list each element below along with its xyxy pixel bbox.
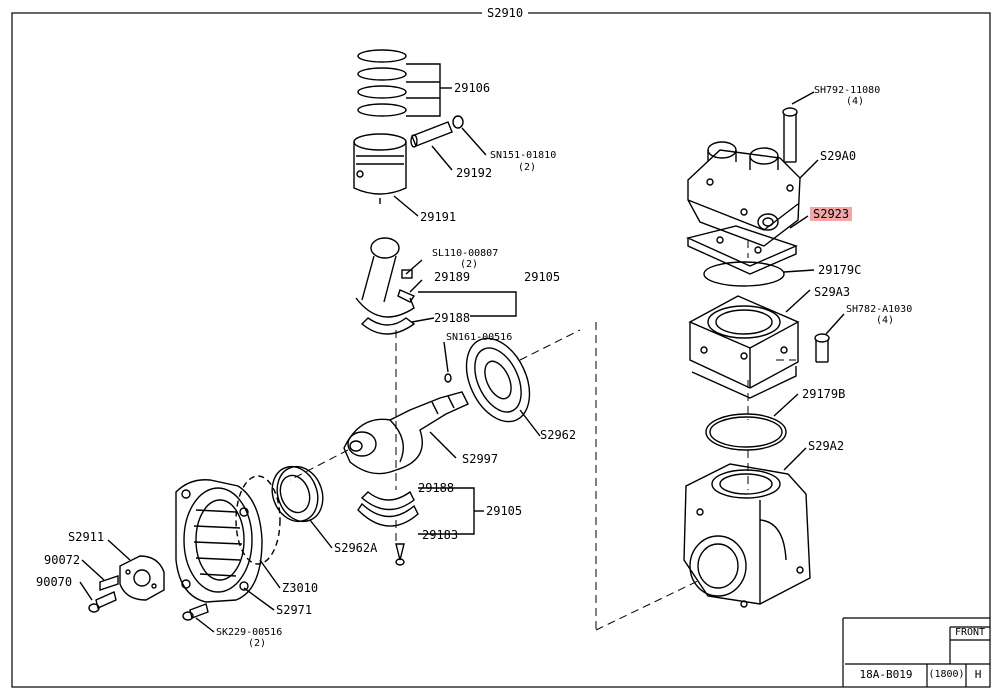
gasket-29179b (705, 393, 799, 451)
label-90072: 90072 (44, 553, 81, 567)
label-29106: 29106 (454, 81, 491, 95)
ball-bearing (465, 337, 541, 437)
label-sh792: SH792-11080 (814, 85, 881, 96)
title-block-qty: (1800) (928, 669, 965, 680)
title-block-front: FRONT (954, 627, 986, 638)
title-block-rev: H (974, 668, 982, 681)
cylinder-block (683, 447, 811, 608)
label-sh782-qty: (4) (876, 315, 895, 326)
cylinder-head (687, 141, 819, 247)
label-s2923: S2923 (810, 207, 853, 221)
label-29179b: 29179B (802, 387, 846, 401)
label-sn151: SN151-01810 (490, 150, 557, 161)
label-29179c: 29179C (818, 263, 862, 277)
label-sk229-qty: (2) (248, 638, 267, 649)
assembly-guides (289, 240, 796, 631)
label-sl110-qty: (2) (460, 259, 479, 270)
label-29191: 29191 (420, 210, 457, 224)
crankshaft (343, 391, 469, 475)
dowel-pin (443, 341, 452, 383)
lower-bearing-shells (357, 487, 484, 566)
label-sl110: SL110-00807 (432, 248, 499, 259)
label-s2997: S2997 (462, 452, 499, 466)
diagram-title: S2910 (482, 6, 529, 20)
connecting-rod (355, 237, 517, 335)
block-bolt (814, 313, 845, 363)
label-29189: 29189 (434, 270, 471, 284)
label-sn161: SN161-00516 (446, 332, 513, 343)
label-29105-upper: 29105 (524, 270, 561, 284)
gasket-29179c (703, 261, 815, 287)
head-bolt (782, 91, 815, 163)
title-block (842, 617, 990, 687)
label-s2962: S2962 (540, 428, 577, 442)
crankcase-cover (175, 475, 281, 611)
label-sk229: SK229-00516 (216, 627, 283, 638)
label-sh782: SH782-A1030 (846, 304, 913, 315)
label-29188-lower: 29188 (418, 481, 455, 495)
cover-bolt (182, 603, 215, 633)
label-90070: 90070 (36, 575, 73, 589)
title-block-code: 18A-B019 (859, 668, 913, 681)
label-sh792-qty: (4) (846, 96, 865, 107)
piston-pin (410, 115, 487, 171)
label-s2962a: S2962A (334, 541, 378, 555)
label-29192: 29192 (456, 166, 493, 180)
label-sn151-qty: (2) (518, 162, 537, 173)
valve-plate (685, 215, 809, 275)
drive-flange (79, 539, 165, 613)
oil-seal (271, 465, 333, 549)
label-s29a0: S29A0 (820, 149, 857, 163)
label-s2971: S2971 (276, 603, 313, 617)
label-s29a3: S29A3 (814, 285, 851, 299)
piston (353, 133, 419, 217)
label-z3010: Z3010 (282, 581, 319, 595)
label-29105-lower: 29105 (486, 504, 523, 518)
diagram-frame (11, 12, 991, 688)
label-s2911: S2911 (68, 530, 105, 544)
label-29188-upper: 29188 (434, 311, 471, 325)
valve-block (688, 289, 811, 399)
label-s29a2: S29A2 (808, 439, 845, 453)
piston-rings (357, 49, 452, 117)
label-29183: 29183 (422, 528, 459, 542)
highlight-s2923: S2923 (810, 207, 853, 221)
